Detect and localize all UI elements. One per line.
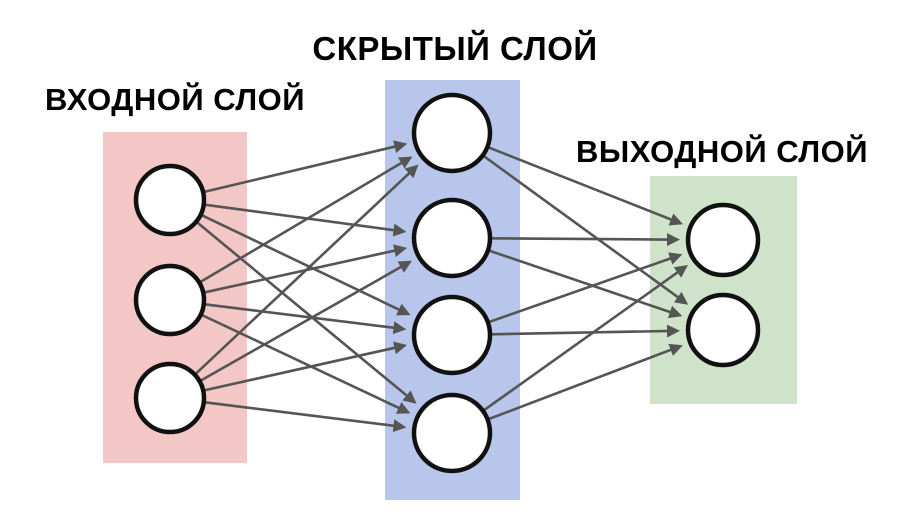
hidden-neuron-2 [411,197,493,279]
edge-input2-hidden4 [200,313,411,414]
edge-hidden4-output1 [482,264,688,413]
edge-input2-hidden1 [198,156,413,284]
input-layer-label: ВХОДНОЙ СЛОЙ [44,82,306,117]
edge-hidden4-output2 [487,343,683,421]
edge-input2-hidden3 [203,302,407,335]
input-neuron-3 [133,361,207,435]
edge-hidden2-output2 [487,248,683,319]
edge-hidden3-output2 [489,324,681,338]
edge-input1-hidden4 [195,220,417,404]
edge-input1-hidden1 [202,140,408,194]
output-neuron-1 [685,202,761,278]
output-neuron-2 [685,292,761,368]
input-neuron-1 [133,163,207,237]
hidden-neuron-3 [411,294,493,376]
edge-input1-hidden2 [203,203,407,237]
hidden-neuron-1 [411,92,493,174]
edge-hidden2-output1 [489,233,681,247]
hidden-layer-label: СКРЫТЫЙ СЛОЙ [312,30,598,67]
input-neuron-2 [133,263,207,337]
edge-hidden1-output1 [486,145,684,226]
edge-input3-hidden2 [198,260,412,383]
edge-hidden3-output1 [487,252,683,324]
hidden-neuron-4 [411,392,493,474]
output-layer-label: ВЫХОДНОЙ СЛОЙ [575,134,869,169]
edge-input1-hidden3 [200,213,411,316]
edge-hidden1-output2 [481,154,689,305]
edge-input3-hidden1 [193,164,419,376]
edge-input3-hidden4 [203,400,407,433]
edge-input3-hidden3 [202,341,408,392]
